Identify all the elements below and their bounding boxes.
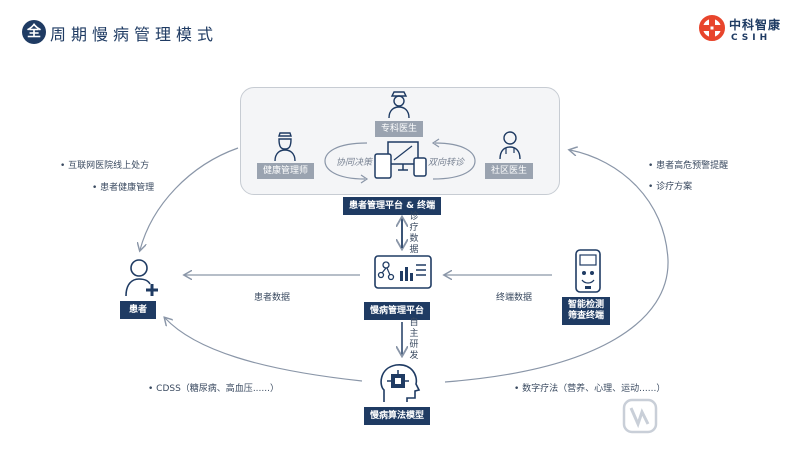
page-title: 周期慢病管理模式	[50, 25, 219, 44]
terminal-data-text: 终端数据	[496, 293, 533, 303]
arc-panel-to-patient	[140, 147, 239, 250]
platform-monitor-icon	[374, 255, 432, 289]
diag-data-text: 诊疗数据	[409, 212, 419, 255]
two-way-referral-text: 双向转诊	[428, 158, 465, 168]
logo-sub: CSIH	[731, 33, 772, 43]
arc-algo-to-patient	[165, 318, 363, 382]
note-online-prescription: • 互联网医院线上处方	[60, 161, 150, 171]
community-doctor-icon	[499, 131, 521, 160]
health-manager-icon	[274, 132, 296, 162]
logo-name: 中科智康	[729, 18, 782, 32]
smart-device-icon	[575, 249, 601, 293]
health-manager-label: 健康管理师	[257, 163, 315, 179]
community-doctor-label: 社区医生	[485, 163, 534, 179]
note-digital-therapy: • 数字疗法（营养、心理、运动......）	[514, 384, 666, 394]
arc-right-loop	[444, 150, 669, 383]
specialist-doctor-icon	[388, 91, 410, 119]
note-cdss: • CDSS（糖尿病、高血压......）	[148, 384, 279, 394]
logo-icon	[699, 15, 725, 41]
patient-icon	[125, 259, 158, 297]
smart-device-label: 智能检测 筛查终端	[562, 297, 611, 325]
note-risk-warning: • 患者高危预警提醒	[648, 161, 729, 171]
algorithm-head-icon	[380, 364, 421, 402]
algorithm-model-label: 慢病算法模型	[364, 407, 431, 425]
patient-label: 患者	[120, 301, 156, 319]
collab-decision-text: 协同决策	[336, 158, 373, 168]
note-health-management: • 患者健康管理	[92, 183, 155, 193]
self-dev-text: 自主研发	[409, 318, 419, 361]
devices-icon	[374, 141, 427, 179]
chronic-platform-label: 慢病管理平台	[364, 302, 431, 320]
specialist-doctor-label: 专科医生	[375, 121, 424, 137]
collab-arrows	[324, 138, 476, 184]
note-treatment-plan: • 诊疗方案	[648, 182, 693, 192]
patient-data-text: 患者数据	[254, 293, 291, 303]
patient-platform-terminal-label: 患者管理平台 & 终端	[343, 197, 442, 215]
title-badge: 全	[22, 20, 46, 44]
watermark-logo-icon	[622, 398, 658, 434]
